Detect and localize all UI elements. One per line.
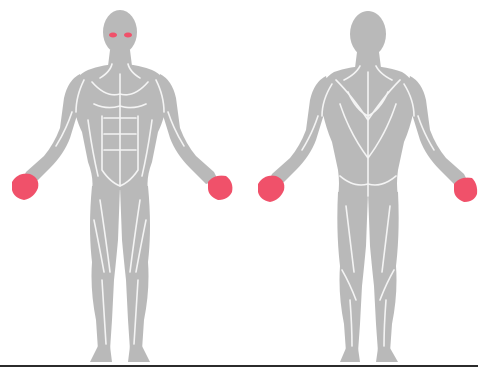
front-left-hand-highlight — [12, 174, 38, 200]
back-left-leg — [337, 192, 368, 352]
front-left-foot — [90, 346, 112, 362]
back-body-view — [258, 11, 477, 362]
front-left-eye-highlight — [109, 33, 117, 38]
back-right-leg — [368, 192, 399, 352]
back-left-hand-highlight — [258, 176, 284, 202]
back-right-hand-highlight — [454, 178, 477, 202]
front-left-arm — [22, 74, 84, 184]
back-head — [350, 11, 386, 57]
back-right-arm — [406, 76, 468, 186]
back-right-foot — [376, 348, 398, 362]
front-right-eye-highlight — [124, 33, 132, 38]
back-left-foot — [340, 348, 360, 362]
front-right-foot — [128, 346, 150, 362]
front-head — [103, 10, 137, 54]
front-body-view — [12, 10, 232, 362]
back-neck — [355, 52, 381, 68]
back-left-arm — [268, 76, 330, 186]
front-right-arm — [156, 74, 218, 184]
front-right-hand-highlight — [208, 176, 232, 200]
